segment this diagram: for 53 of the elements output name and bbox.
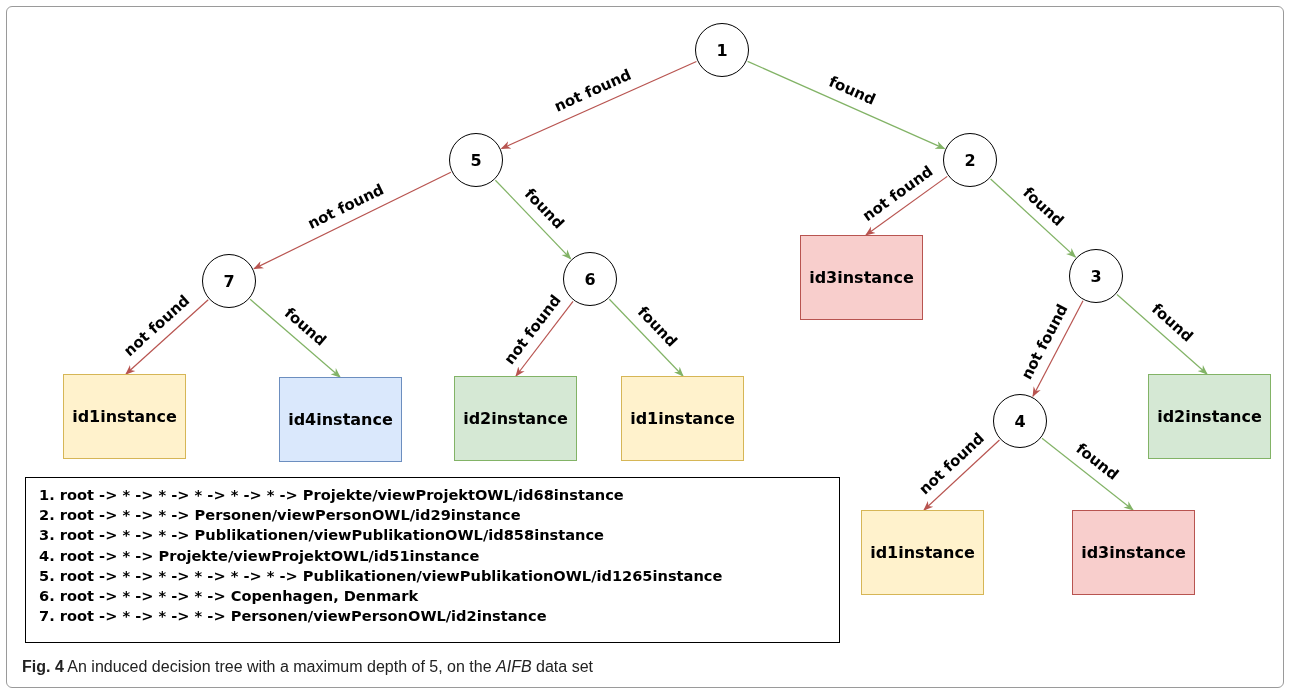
decision-circle bbox=[563, 252, 617, 306]
decision-circle bbox=[202, 254, 256, 308]
path-rule: 3. root -> * -> * -> Publikationen/viewPublikationOWL/id858instance bbox=[39, 525, 605, 546]
figure-caption: Fig. 4 An induced decision tree with a maximum depth of 5, on the AIFB data set bbox=[22, 658, 593, 676]
path-rule: 6. root -> * -> * -> * -> Copenhagen, Denmark bbox=[39, 586, 420, 606]
node-label: 5 bbox=[470, 150, 482, 170]
node-label: 2 bbox=[964, 150, 976, 170]
leaf-box bbox=[1148, 374, 1271, 459]
node-label: id1instance bbox=[870, 543, 975, 562]
leaf-box bbox=[454, 376, 577, 461]
arrow bbox=[500, 60, 698, 150]
node-label: id1instance bbox=[72, 407, 177, 426]
leaf-box bbox=[800, 235, 923, 320]
leaf-box bbox=[1072, 510, 1195, 595]
arrow bbox=[253, 171, 452, 270]
arrow bbox=[608, 298, 684, 377]
node-label: id2instance bbox=[463, 409, 568, 428]
arrow bbox=[249, 298, 341, 378]
path-rule: 1. root -> * -> * -> * -> * -> * -> Projekte/viewProjektOWL/id68instance bbox=[39, 485, 625, 505]
arrow bbox=[1041, 437, 1134, 511]
path-list-box bbox=[25, 477, 840, 643]
path-rule: 2. root -> * -> * -> Personen/viewPersonOWL/id29instance bbox=[39, 505, 522, 526]
leaf-box bbox=[279, 377, 402, 462]
arrow bbox=[865, 175, 948, 236]
arrow bbox=[1116, 293, 1208, 375]
decision-circle bbox=[695, 23, 749, 77]
node-label: 3 bbox=[1090, 266, 1102, 286]
node-label: id2instance bbox=[1157, 407, 1262, 426]
arrow bbox=[990, 178, 1077, 258]
decision-circle bbox=[943, 133, 997, 187]
arrow bbox=[515, 300, 574, 377]
node-label: 6 bbox=[584, 269, 596, 289]
arrow bbox=[747, 60, 946, 150]
path-rule: 4. root -> * -> Projekte/viewProjektOWL/id51instance bbox=[39, 545, 481, 566]
arrow bbox=[923, 439, 1001, 511]
decision-circle bbox=[993, 394, 1047, 448]
node-label: id1instance bbox=[630, 409, 735, 428]
leaf-box bbox=[861, 510, 984, 595]
leaf-box bbox=[63, 374, 186, 459]
decision-circle bbox=[1069, 249, 1123, 303]
arrow bbox=[494, 179, 572, 260]
node-label: 7 bbox=[223, 271, 235, 291]
node-label: id4instance bbox=[288, 410, 393, 429]
node-label: id3instance bbox=[809, 268, 914, 287]
node-label: id3instance bbox=[1081, 543, 1186, 562]
arrow bbox=[1032, 300, 1084, 398]
leaf-box bbox=[621, 376, 744, 461]
arrow bbox=[125, 299, 209, 375]
path-rule: 7. root -> * -> * -> * -> Personen/viewPersonOWL/id2instance bbox=[39, 606, 548, 627]
path-rule: 5. root -> * -> * -> * -> * -> * -> Publikationen/viewPublikationOWL/id1265instance bbox=[39, 565, 724, 586]
node-label: 4 bbox=[1014, 411, 1026, 431]
decision-circle bbox=[449, 133, 503, 187]
node-label: 1 bbox=[716, 40, 728, 60]
